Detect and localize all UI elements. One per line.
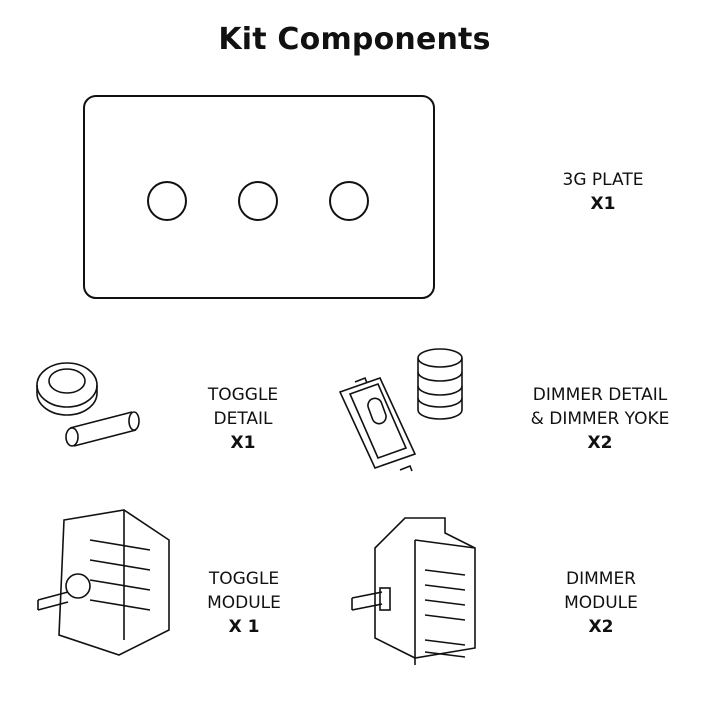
component-quantity: X1 — [590, 194, 616, 214]
component-name: & DIMMER YOKE — [530, 409, 670, 429]
label-3g-plate: 3G PLATE X1 — [493, 168, 709, 216]
label-dimmer-module: DIMMER MODULE X2 — [491, 567, 709, 639]
component-name: 3G PLATE — [562, 170, 644, 190]
component-name: MODULE — [207, 593, 281, 613]
label-dimmer-detail: DIMMER DETAIL & DIMMER YOKE X2 — [490, 383, 709, 455]
component-name: DIMMER — [566, 569, 636, 589]
component-quantity: X1 — [230, 433, 256, 453]
component-quantity: X2 — [588, 617, 614, 637]
dimmer-module-illustration — [351, 517, 476, 665]
component-name: DETAIL — [213, 409, 273, 429]
label-toggle-module: TOGGLE MODULE X 1 — [134, 567, 354, 639]
component-name: TOGGLE — [208, 569, 280, 589]
page-title: Kit Components — [218, 22, 491, 57]
component-quantity: X2 — [587, 433, 613, 453]
toggle-module-illustration — [37, 509, 170, 656]
component-name: MODULE — [564, 593, 638, 613]
dimmer-detail-illustration — [338, 348, 463, 472]
label-toggle-detail: TOGGLE DETAIL X1 — [133, 383, 353, 455]
plate-illustration — [83, 95, 435, 299]
toggle-detail-illustration — [36, 362, 140, 447]
component-quantity: X 1 — [228, 617, 260, 637]
component-name: TOGGLE — [207, 385, 279, 405]
component-name: DIMMER DETAIL — [532, 385, 668, 405]
